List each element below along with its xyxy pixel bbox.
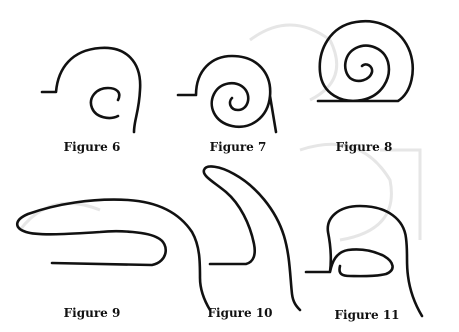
figure-11-caption: Figure 11 — [334, 308, 399, 322]
figure-7-drawing — [178, 56, 276, 132]
figure-9-drawing — [17, 200, 210, 310]
figure-10-drawing — [204, 167, 300, 310]
figure-6-caption: Figure 6 — [64, 140, 121, 154]
figure-11-drawing — [306, 206, 422, 316]
figure-8-caption: Figure 8 — [336, 140, 393, 154]
figure-7-caption: Figure 7 — [210, 140, 267, 154]
figure-9-caption: Figure 9 — [64, 306, 121, 320]
figure-10-caption: Figure 10 — [207, 306, 272, 320]
figure-6-drawing — [42, 48, 140, 132]
figure-8-drawing — [318, 21, 413, 101]
